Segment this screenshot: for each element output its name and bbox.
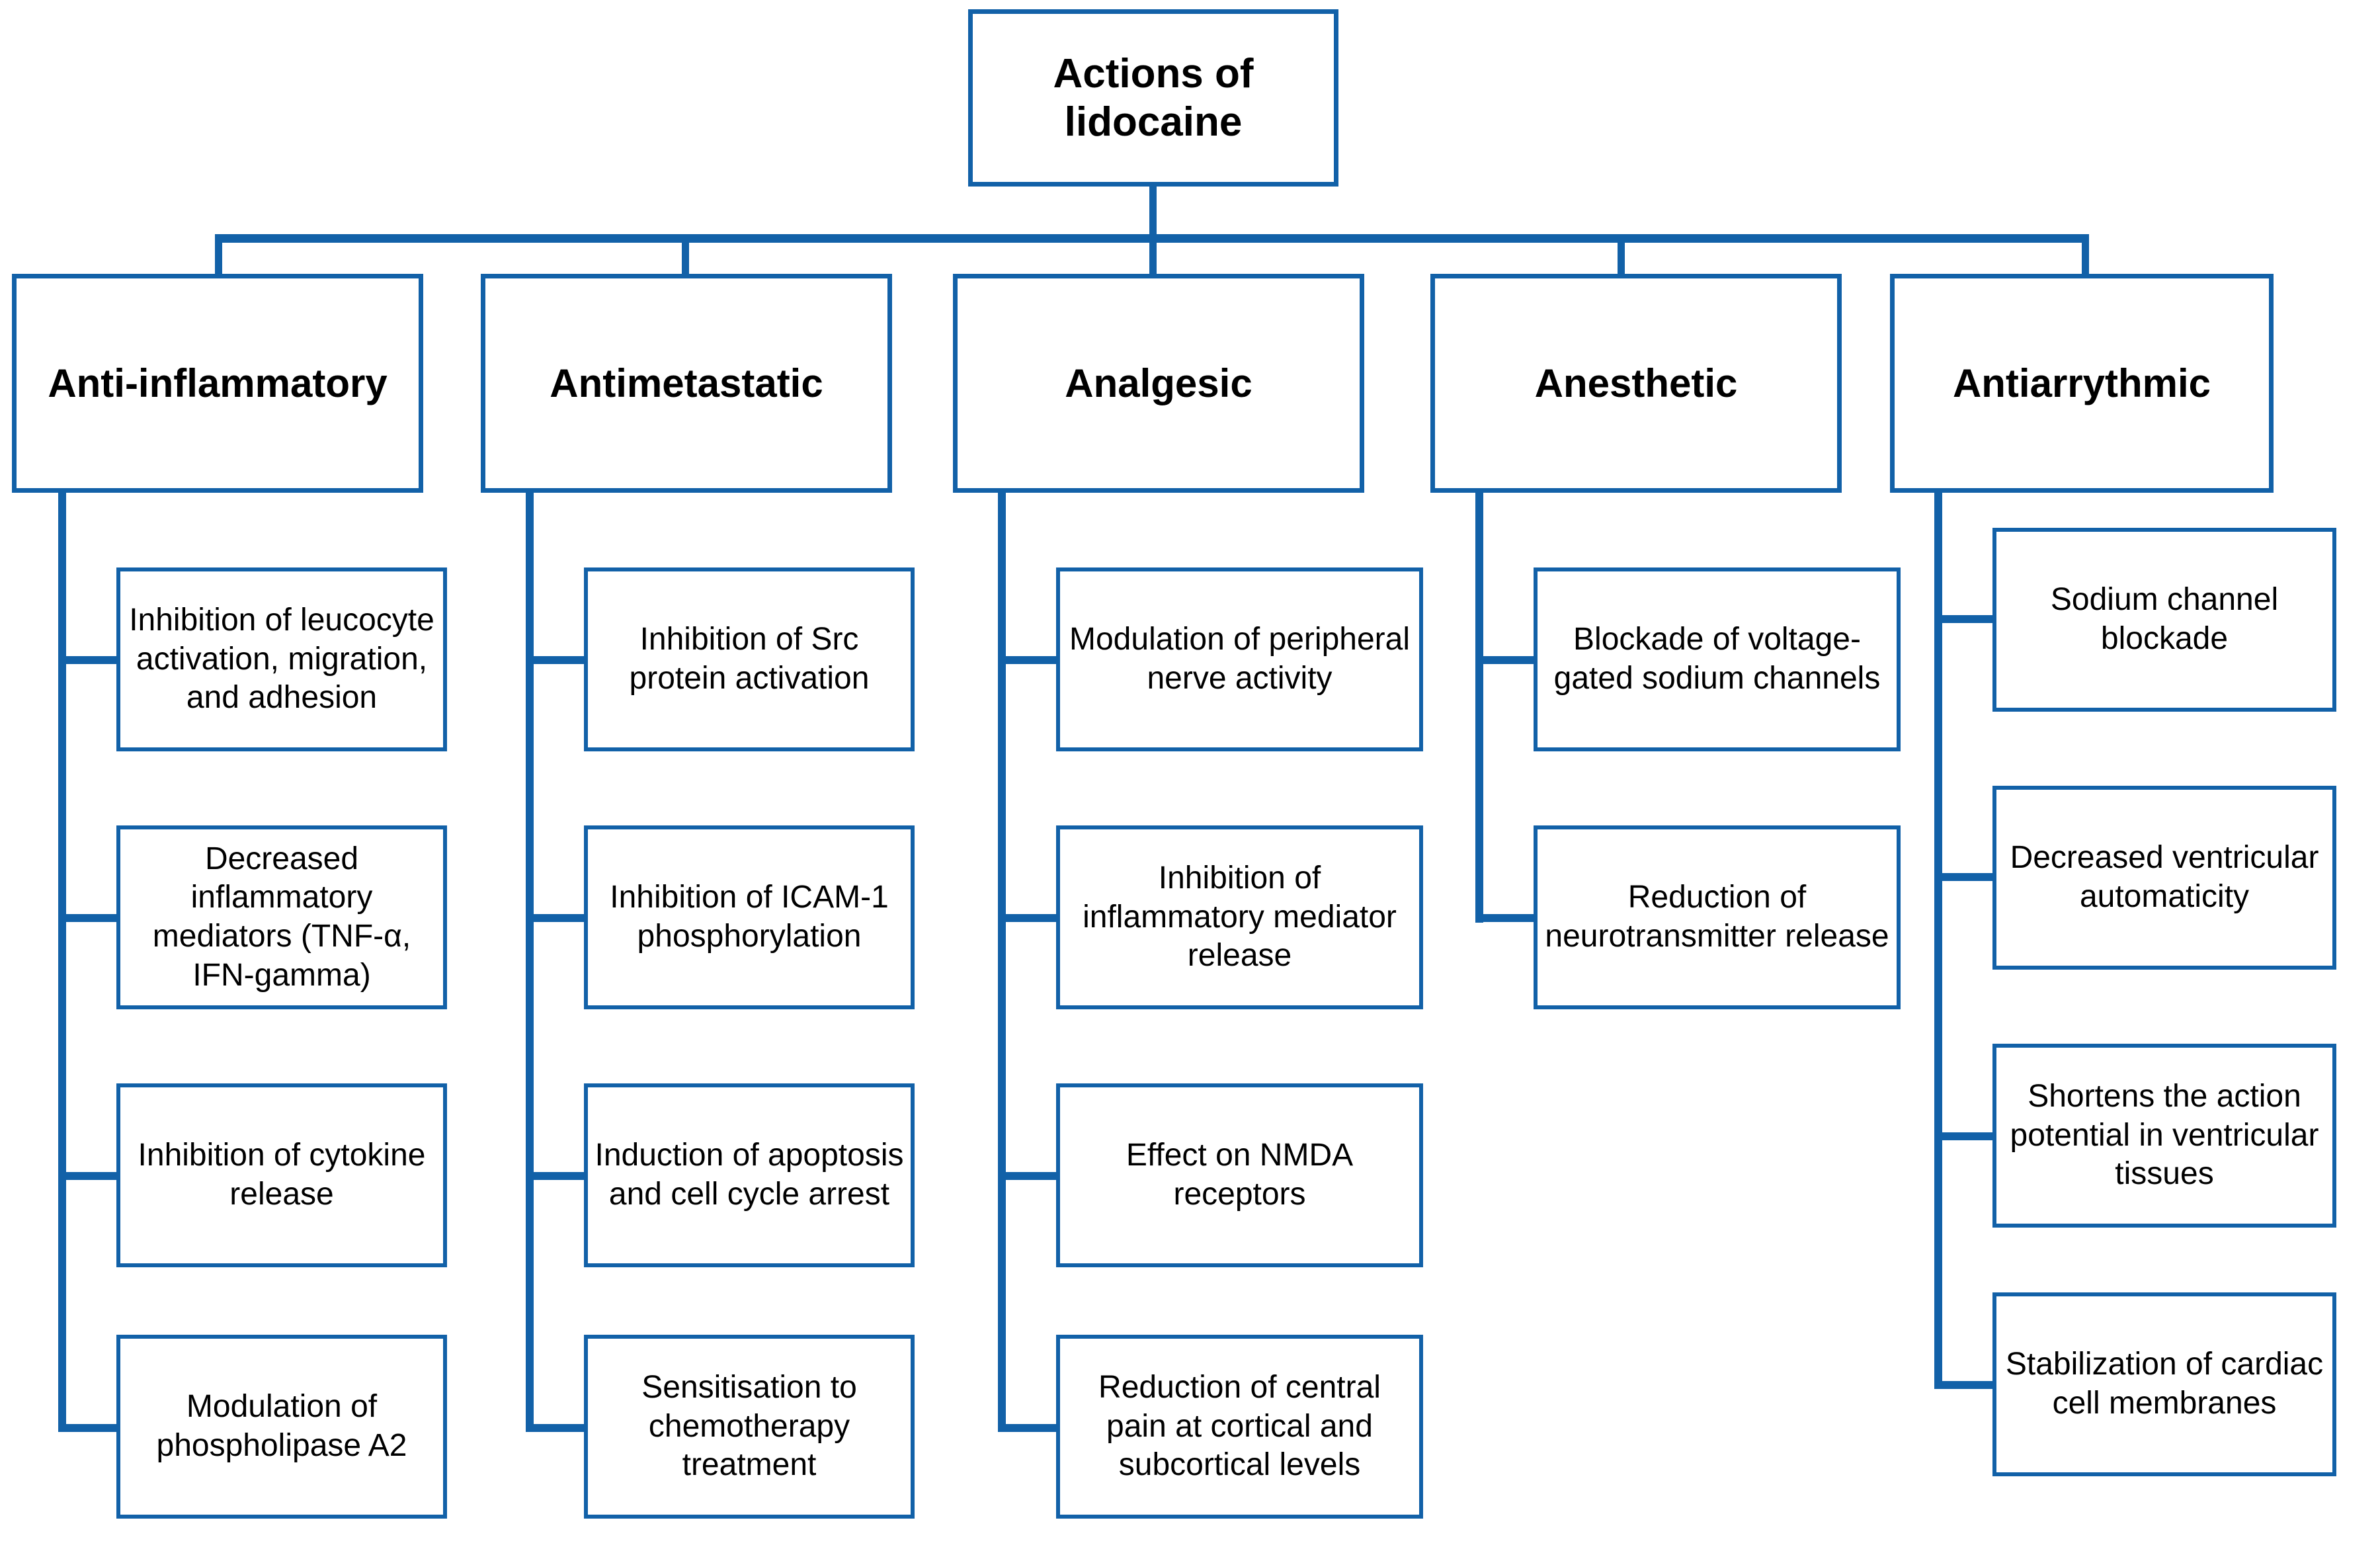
connector-stub-anti-inflammatory-4	[58, 1424, 122, 1432]
category-label-antiarrythmic: Antiarrythmic	[1952, 361, 2211, 405]
connector-stub-antiarrythmic-2	[1934, 873, 1998, 881]
leaf-node: Inhibition of leucocyte activation, migr…	[116, 567, 447, 751]
leaf-node-label: Inhibition of cytokine release	[138, 1138, 426, 1212]
category-label-anesthetic: Anesthetic	[1534, 361, 1738, 405]
connector-stub-anti-inflammatory-1	[58, 656, 122, 664]
connector-stub-antiarrythmic-3	[1934, 1132, 1998, 1140]
leaf-node-label: Modulation of phospholipase A2	[156, 1389, 407, 1463]
connector-drop-antiarrythmic	[2082, 234, 2089, 276]
connector-stub-antimetastatic-2	[526, 914, 589, 922]
connector-stub-antiarrythmic-1	[1934, 615, 1998, 623]
leaf-node-label: Inhibition of inflammatory mediator rele…	[1083, 860, 1397, 974]
connector-stub-anti-inflammatory-3	[58, 1172, 122, 1180]
leaf-node: Effect on NMDA receptors	[1056, 1083, 1423, 1267]
connector-stub-anti-inflammatory-2	[58, 914, 122, 922]
leaf-node: Inhibition of Src protein activation	[584, 567, 915, 751]
leaf-node: Sodium channel blockade	[1992, 528, 2336, 712]
leaf-node-label: Inhibition of ICAM-1 phosphorylation	[610, 880, 889, 954]
category-node-anti-inflammatory: Anti-inflammatory	[12, 274, 423, 493]
connector-trunk-antimetastatic	[526, 493, 534, 1432]
leaf-node-label: Inhibition of leucocyte activation, migr…	[129, 603, 434, 716]
category-label-anti-inflammatory: Anti-inflammatory	[48, 361, 388, 405]
leaf-node-label: Decreased ventricular automaticity	[2010, 840, 2319, 914]
connector-stub-analgesic-3	[998, 1172, 1061, 1180]
root-node-label: Actions of lidocaine	[1053, 50, 1254, 145]
connector-stub-anesthetic-1	[1475, 656, 1539, 664]
category-node-analgesic: Analgesic	[953, 274, 1364, 493]
leaf-node: Stabilization of cardiac cell membranes	[1992, 1292, 2336, 1476]
leaf-node: Decreased ventricular automaticity	[1992, 786, 2336, 970]
connector-stub-antiarrythmic-4	[1934, 1381, 1998, 1389]
leaf-node: Inhibition of cytokine release	[116, 1083, 447, 1267]
connector-stub-analgesic-1	[998, 656, 1061, 664]
connector-stub-antimetastatic-4	[526, 1424, 589, 1432]
category-label-analgesic: Analgesic	[1065, 361, 1252, 405]
category-label-antimetastatic: Antimetastatic	[550, 361, 823, 405]
connector-stub-antimetastatic-1	[526, 656, 589, 664]
connector-trunk-antiarrythmic	[1934, 493, 1942, 1389]
category-node-anesthetic: Anesthetic	[1430, 274, 1842, 493]
leaf-node: Induction of apoptosis and cell cycle ar…	[584, 1083, 915, 1267]
leaf-node-label: Modulation of peripheral nerve activity	[1069, 622, 1410, 696]
connector-drop-anti-inflammatory	[215, 234, 222, 276]
leaf-node-label: Shortens the action potential in ventric…	[2010, 1079, 2319, 1192]
leaf-node: Modulation of phospholipase A2	[116, 1335, 447, 1519]
leaf-node: Reduction of neurotransmitter release	[1534, 825, 1901, 1009]
leaf-node: Decreased inflammatory mediators (TNF-α,…	[116, 825, 447, 1009]
leaf-node-label: Sodium channel blockade	[2050, 582, 2279, 656]
leaf-node-label: Blockade of voltage-gated sodium channel…	[1553, 622, 1881, 696]
connector-stub-analgesic-4	[998, 1424, 1061, 1432]
leaf-node: Blockade of voltage-gated sodium channel…	[1534, 567, 1901, 751]
leaf-node-label: Reduction of central pain at cortical an…	[1098, 1370, 1381, 1483]
connector-trunk-analgesic	[998, 493, 1006, 1432]
leaf-node: Shortens the action potential in ventric…	[1992, 1044, 2336, 1228]
leaf-node: Inhibition of ICAM-1 phosphorylation	[584, 825, 915, 1009]
root-node-actions-of-lidocaine: Actions of lidocaine	[968, 9, 1338, 187]
leaf-node-label: Reduction of neurotransmitter release	[1545, 880, 1889, 954]
connector-stub-anesthetic-2	[1475, 914, 1539, 922]
leaf-node-label: Stabilization of cardiac cell membranes	[2005, 1347, 2324, 1421]
leaf-node: Modulation of peripheral nerve activity	[1056, 567, 1423, 751]
connector-root-stem	[1149, 187, 1157, 238]
leaf-node-label: Sensitisation to chemotherapy treatment	[641, 1370, 857, 1483]
connector-drop-anesthetic	[1618, 234, 1625, 276]
leaf-node-label: Effect on NMDA receptors	[1126, 1138, 1354, 1212]
connector-trunk-anesthetic	[1475, 493, 1483, 923]
connector-stub-antimetastatic-3	[526, 1172, 589, 1180]
category-node-antimetastatic: Antimetastatic	[481, 274, 892, 493]
leaf-node: Reduction of central pain at cortical an…	[1056, 1335, 1423, 1519]
leaf-node-label: Decreased inflammatory mediators (TNF-α,…	[152, 841, 411, 993]
connector-drop-analgesic	[1149, 234, 1157, 276]
leaf-node: Inhibition of inflammatory mediator rele…	[1056, 825, 1423, 1009]
leaf-node: Sensitisation to chemotherapy treatment	[584, 1335, 915, 1519]
connector-drop-antimetastatic	[682, 234, 689, 276]
leaf-node-label: Inhibition of Src protein activation	[629, 622, 870, 696]
category-node-antiarrythmic: Antiarrythmic	[1890, 274, 2274, 493]
connector-stub-analgesic-2	[998, 914, 1061, 922]
leaf-node-label: Induction of apoptosis and cell cycle ar…	[595, 1138, 904, 1212]
connector-trunk-anti-inflammatory	[58, 493, 66, 1432]
